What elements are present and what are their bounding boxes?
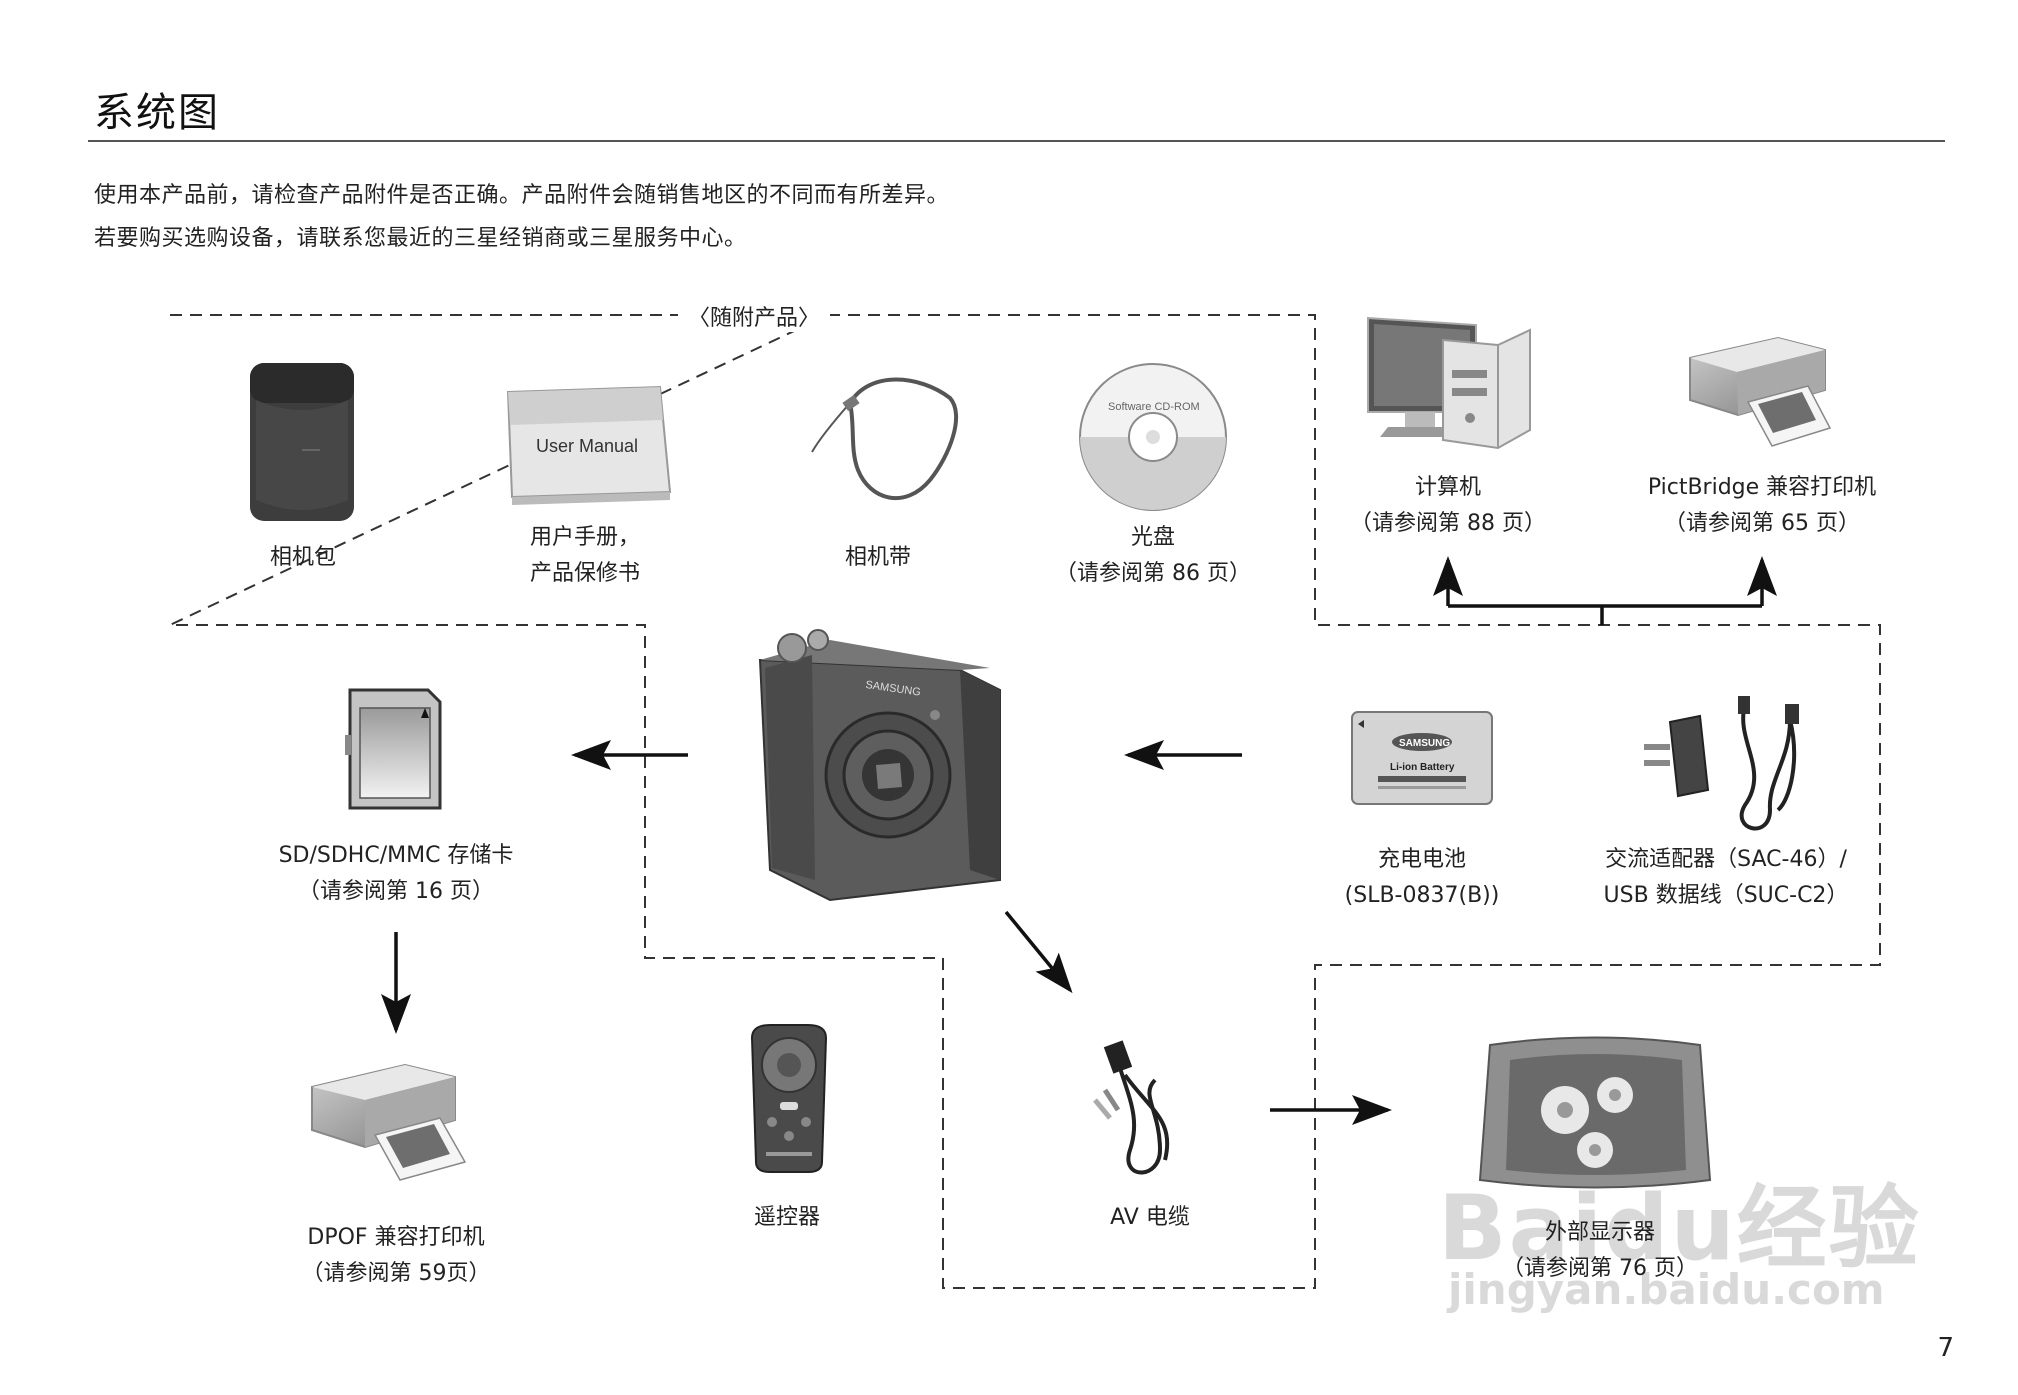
included-box (169, 314, 1881, 1289)
computer-name: 计算机 (1414, 475, 1482, 500)
battery-caption: 充电电池 (SLB-0837(B)) (1345, 842, 1500, 914)
battery-name: 充电电池 (1377, 847, 1467, 872)
battery-brand: SAMSUNG (1399, 738, 1450, 749)
sd-card-icon (345, 688, 442, 810)
computer-ref: （请参阅第 88 页） (1350, 511, 1546, 536)
battery-ref: (SLB-0837(B)) (1344, 883, 1500, 908)
dpof-ref: （请参阅第 59页） (301, 1261, 491, 1286)
camera-case-name: 相机包 (269, 545, 337, 570)
camera-case-icon (250, 363, 354, 521)
cd-icon: Software CD-ROM (1079, 363, 1227, 511)
printer-icon-pictbridge (1689, 336, 1832, 447)
display-name: 外部显示器 (1544, 1220, 1656, 1245)
arrows (381, 556, 1777, 1125)
display-ref: （请参阅第 76 页） (1502, 1256, 1698, 1281)
manual-name-2: 产品保修书 (529, 561, 641, 586)
watermark-logo: Baidu经验 (1438, 1176, 1921, 1281)
printer-icon-dpof (311, 1063, 467, 1181)
pictbridge-name: PictBridge 兼容打印机 (1647, 475, 1877, 500)
battery-type: Li-ion Battery (1390, 762, 1455, 773)
intro-line-1: 使用本产品前，请检查产品附件是否正确。产品附件会随销售地区的不同而有所差异。 (94, 183, 950, 208)
pictbridge-caption: PictBridge 兼容打印机 （请参阅第 65 页） (1648, 470, 1876, 542)
battery-icon: SAMSUNG Li-ion Battery (1351, 711, 1493, 805)
adapter-caption: 交流适配器（SAC-46）/ USB 数据线（SUC-C2） (1604, 842, 1849, 914)
intro-line-2: 若要购买选购设备，请联系您最近的三星经销商或三星服务中心。 (94, 226, 747, 251)
adapter-name-2: USB 数据线（SUC-C2） (1603, 883, 1849, 908)
tv-icon (1478, 1036, 1712, 1189)
camera-case-caption: 相机包 (270, 540, 336, 576)
strap-caption: 相机带 (845, 540, 911, 576)
display-caption: 外部显示器 （请参阅第 76 页） (1502, 1215, 1698, 1287)
pictbridge-ref: （请参阅第 65 页） (1664, 511, 1860, 536)
manual-icon: User Manual (506, 385, 672, 505)
memory-card-name: SD/SDHC/MMC 存储卡 (278, 843, 514, 868)
strap-icon (811, 377, 959, 500)
av-cable-name: AV 电缆 (1110, 1205, 1190, 1230)
cd-label: Software CD-ROM (1108, 401, 1200, 413)
dpof-name: DPOF 兼容打印机 (307, 1225, 485, 1250)
included-products-label: 〈随附产品〉 (678, 300, 831, 332)
memory-card-caption: SD/SDHC/MMC 存储卡 （请参阅第 16 页） (279, 838, 514, 910)
cd-name: 光盘 (1130, 525, 1176, 550)
arrow-camera-to-av (1004, 910, 1073, 994)
cd-caption: 光盘 （请参阅第 86 页） (1055, 520, 1251, 592)
remote-name: 遥控器 (753, 1205, 821, 1230)
remote-icon (750, 1024, 828, 1173)
manual-caption: 用户手册， 产品保修书 (530, 520, 640, 592)
cd-ref: （请参阅第 86 页） (1055, 561, 1251, 586)
remote-caption: 遥控器 (754, 1200, 820, 1236)
strap-name: 相机带 (844, 545, 912, 570)
computer-caption: 计算机 （请参阅第 88 页） (1350, 470, 1546, 542)
av-cable-caption: AV 电缆 (1110, 1200, 1190, 1236)
memory-card-ref: （请参阅第 16 页） (298, 879, 494, 904)
manual-cover-text: User Manual (536, 436, 638, 456)
camera-icon: SAMSUNG (758, 629, 1001, 902)
adapter-name: 交流适配器（SAC-46）/ (1605, 847, 1847, 872)
dpof-caption: DPOF 兼容打印机 （请参阅第 59页） (302, 1220, 491, 1292)
manual-name: 用户手册， (529, 525, 641, 550)
av-cable-icon (1093, 1040, 1170, 1175)
page-title: 系统图 (94, 90, 220, 136)
watermark-url: jingyan.baidu.com (1448, 1265, 1885, 1314)
arrow-bracket (1448, 604, 1762, 625)
computer-icon (1367, 316, 1531, 450)
page-number: 7 (1937, 1333, 1954, 1363)
dashed-outlines (169, 314, 1881, 1289)
adapter-icon (1644, 696, 1799, 831)
title-divider (88, 140, 1945, 142)
